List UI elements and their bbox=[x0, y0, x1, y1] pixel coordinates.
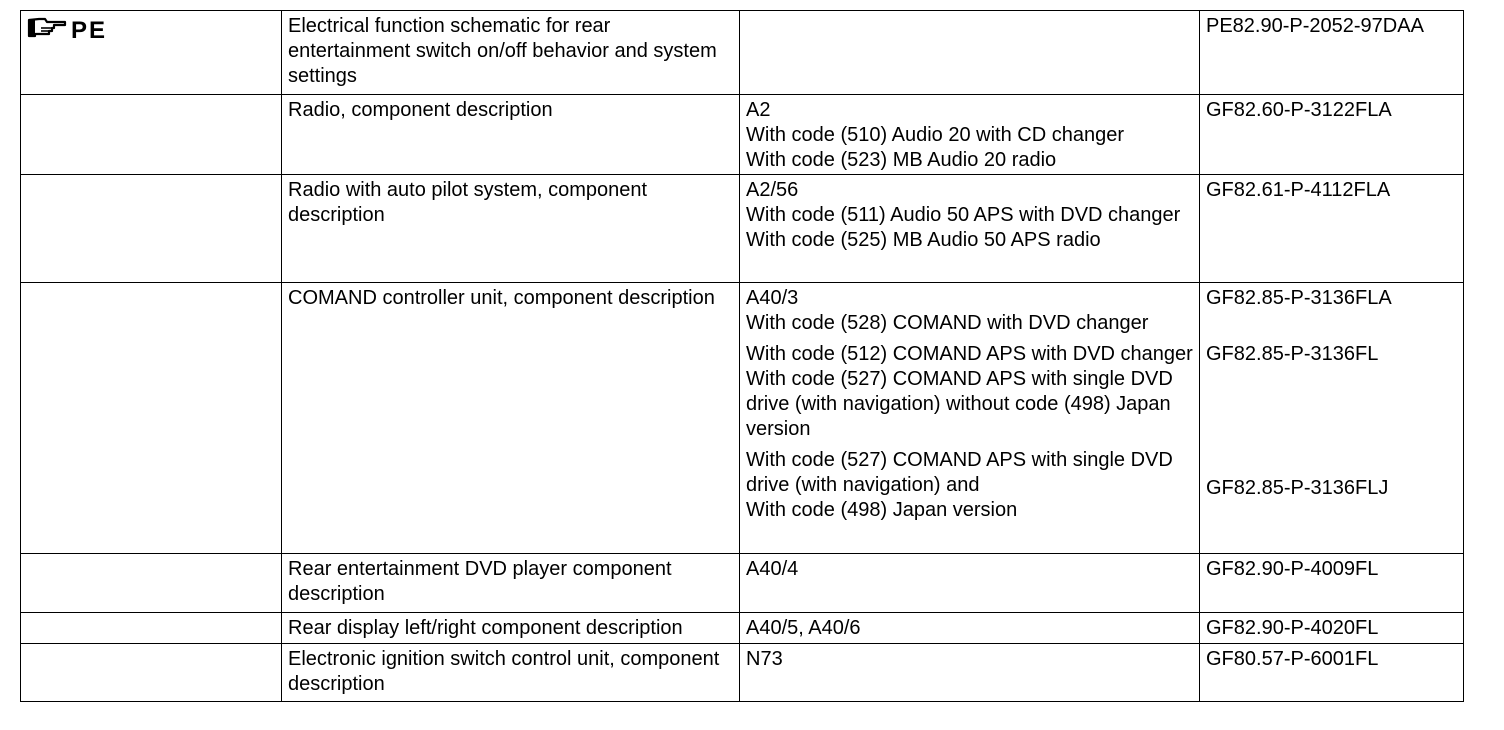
marker-cell bbox=[20, 553, 282, 613]
component-code: A2 bbox=[746, 99, 771, 121]
pe-marker: PE bbox=[27, 14, 275, 45]
detail-cell: N73 bbox=[739, 643, 1200, 702]
detail-cell: A2 With code (510) Audio 20 with CD chan… bbox=[739, 94, 1200, 175]
document-reference-link[interactable]: GF82.85-P-3136FLA bbox=[1206, 287, 1392, 309]
component-code: N73 bbox=[746, 648, 783, 670]
code-condition: With code (523) MB Audio 20 radio bbox=[746, 149, 1057, 171]
document-reference-link[interactable]: PE82.90-P-2052-97DAA bbox=[1206, 15, 1424, 37]
document-reference-link[interactable]: GF82.60-P-3122FLA bbox=[1206, 99, 1392, 121]
description-cell: COMAND controller unit, component descri… bbox=[281, 282, 740, 554]
table-row: Rear entertainment DVD player component … bbox=[20, 553, 1464, 613]
reference-cell[interactable]: PE82.90-P-2052-97DAA bbox=[1199, 10, 1464, 95]
detail-cell: A40/4 bbox=[739, 553, 1200, 613]
code-condition: With code (510) Audio 20 with CD changer bbox=[746, 124, 1124, 146]
component-code: A40/4 bbox=[746, 558, 799, 580]
code-condition: With code (527) COMAND APS with single D… bbox=[746, 449, 1173, 496]
document-reference-link[interactable]: GF82.85-P-3136FL bbox=[1206, 343, 1379, 365]
marker-cell bbox=[20, 94, 282, 175]
document-reference-link[interactable]: GF82.90-P-4020FL bbox=[1206, 617, 1379, 639]
description-cell: Radio with auto pilot system, component … bbox=[281, 174, 740, 283]
description-cell: Electrical function schematic for rear e… bbox=[281, 10, 740, 95]
document-reference-link[interactable]: GF82.61-P-4112FLA bbox=[1206, 179, 1391, 201]
reference-table: PE Electrical function schematic for rea… bbox=[20, 10, 1464, 702]
code-condition: With code (511) Audio 50 APS with DVD ch… bbox=[746, 204, 1181, 226]
component-code: A2/56 bbox=[746, 179, 799, 201]
component-code: A40/3 bbox=[746, 287, 799, 309]
reference-cell[interactable]: GF82.90-P-4020FL bbox=[1199, 612, 1464, 644]
marker-cell bbox=[20, 282, 282, 554]
table-row: PE Electrical function schematic for rea… bbox=[20, 10, 1464, 95]
marker-cell bbox=[20, 612, 282, 644]
marker-cell: PE bbox=[20, 10, 282, 95]
marker-cell bbox=[20, 643, 282, 702]
detail-cell: A2/56 With code (511) Audio 50 APS with … bbox=[739, 174, 1200, 283]
code-condition: With code (525) MB Audio 50 APS radio bbox=[746, 229, 1101, 251]
table-row: COMAND controller unit, component descri… bbox=[20, 282, 1464, 554]
table-row: Radio with auto pilot system, component … bbox=[20, 174, 1464, 283]
table-row: Electronic ignition switch control unit,… bbox=[20, 643, 1464, 702]
description-cell: Radio, component description bbox=[281, 94, 740, 175]
code-condition: With code (528) COMAND with DVD changer bbox=[746, 312, 1149, 334]
document-reference-link[interactable]: GF82.90-P-4009FL bbox=[1206, 558, 1379, 580]
reference-cell[interactable]: GF80.57-P-6001FL bbox=[1199, 643, 1464, 702]
code-condition: With code (527) COMAND APS with single D… bbox=[746, 368, 1173, 440]
description-cell: Rear entertainment DVD player component … bbox=[281, 553, 740, 613]
code-condition: With code (512) COMAND APS with DVD chan… bbox=[746, 343, 1193, 365]
description-cell: Electronic ignition switch control unit,… bbox=[281, 643, 740, 702]
pe-label: PE bbox=[71, 17, 108, 44]
reference-cell[interactable]: GF82.90-P-4009FL bbox=[1199, 553, 1464, 613]
pointing-hand-icon bbox=[27, 16, 67, 45]
reference-cell[interactable]: GF82.60-P-3122FLA bbox=[1199, 94, 1464, 175]
code-condition: With code (498) Japan version bbox=[746, 499, 1018, 521]
document-reference-link[interactable]: GF82.85-P-3136FLJ bbox=[1206, 477, 1389, 499]
component-code: A40/5, A40/6 bbox=[746, 617, 861, 639]
document-reference-link[interactable]: GF80.57-P-6001FL bbox=[1206, 648, 1379, 670]
table-row: Radio, component description A2 With cod… bbox=[20, 94, 1464, 175]
reference-cell[interactable]: GF82.85-P-3136FLA GF82.85-P-3136FL GF82.… bbox=[1199, 282, 1464, 554]
detail-cell: A40/3 With code (528) COMAND with DVD ch… bbox=[739, 282, 1200, 554]
detail-cell: A40/5, A40/6 bbox=[739, 612, 1200, 644]
marker-cell bbox=[20, 174, 282, 283]
description-cell: Rear display left/right component descri… bbox=[281, 612, 740, 644]
table-row: Rear display left/right component descri… bbox=[20, 612, 1464, 644]
detail-cell bbox=[739, 10, 1200, 95]
reference-cell[interactable]: GF82.61-P-4112FLA bbox=[1199, 174, 1464, 283]
